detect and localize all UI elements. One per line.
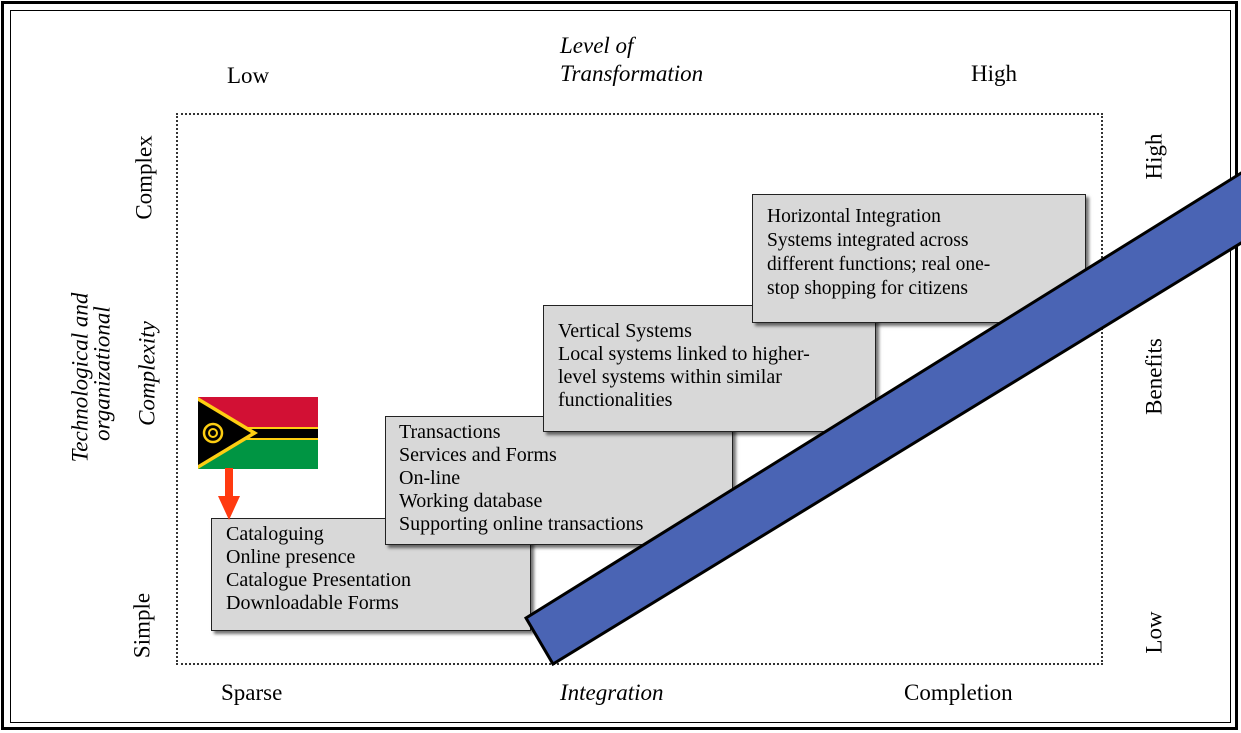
- stage-vertical-title: Vertical Systems: [558, 320, 692, 342]
- stage-vertical-line: level systems within similar: [558, 366, 782, 388]
- stage-cataloguing-box: Cataloguing Online presence Catalogue Pr…: [211, 518, 531, 631]
- stage-cataloguing-line: Online presence: [226, 546, 356, 568]
- stage-transactions-title: Transactions: [399, 421, 501, 443]
- plot-area: [176, 113, 1103, 665]
- bottom-axis-completion-label: Completion: [904, 680, 1013, 705]
- stage-cataloguing-line: Catalogue Presentation: [226, 569, 411, 591]
- stage-transactions-line: Working database: [399, 490, 543, 512]
- top-axis-title-line2: Transformation: [560, 61, 704, 86]
- top-axis-high-label: High: [971, 61, 1017, 86]
- inner-frame: [10, 10, 1231, 723]
- stage-transactions-box: Transactions Services and Forms On-line …: [385, 416, 733, 545]
- top-axis-title-line1: Level of: [560, 33, 634, 58]
- stage-transactions-line: On-line: [399, 467, 461, 489]
- stage-vertical-line: Local systems linked to higher-: [558, 343, 810, 365]
- stage-horizontal-box: Horizontal Integration Systems integrate…: [752, 194, 1086, 323]
- top-axis-low-label: Low: [227, 63, 270, 88]
- stage-transactions-line: Supporting online transactions: [399, 513, 644, 535]
- stage-transactions-line: Services and Forms: [399, 444, 557, 466]
- stage-vertical-line: functionalities: [558, 389, 673, 411]
- benefits-band: [523, 171, 1241, 667]
- down-arrow-icon: [218, 468, 240, 520]
- stage-cataloguing-title: Cataloguing: [226, 523, 324, 545]
- bottom-axis-integration-label: Integration: [560, 680, 664, 705]
- stage-cataloguing-line: Downloadable Forms: [226, 592, 399, 614]
- stage-horizontal-title: Horizontal Integration: [767, 206, 941, 227]
- stage-vertical-box: Vertical Systems Local systems linked to…: [543, 305, 876, 432]
- stage-horizontal-line: stop shopping for citizens: [767, 278, 968, 299]
- stage-horizontal-line: Systems integrated across: [767, 230, 969, 251]
- bottom-axis-sparse-label: Sparse: [221, 680, 283, 705]
- stage-horizontal-line: different functions; real one-: [767, 254, 991, 275]
- vanuatu-flag-icon: [198, 397, 318, 469]
